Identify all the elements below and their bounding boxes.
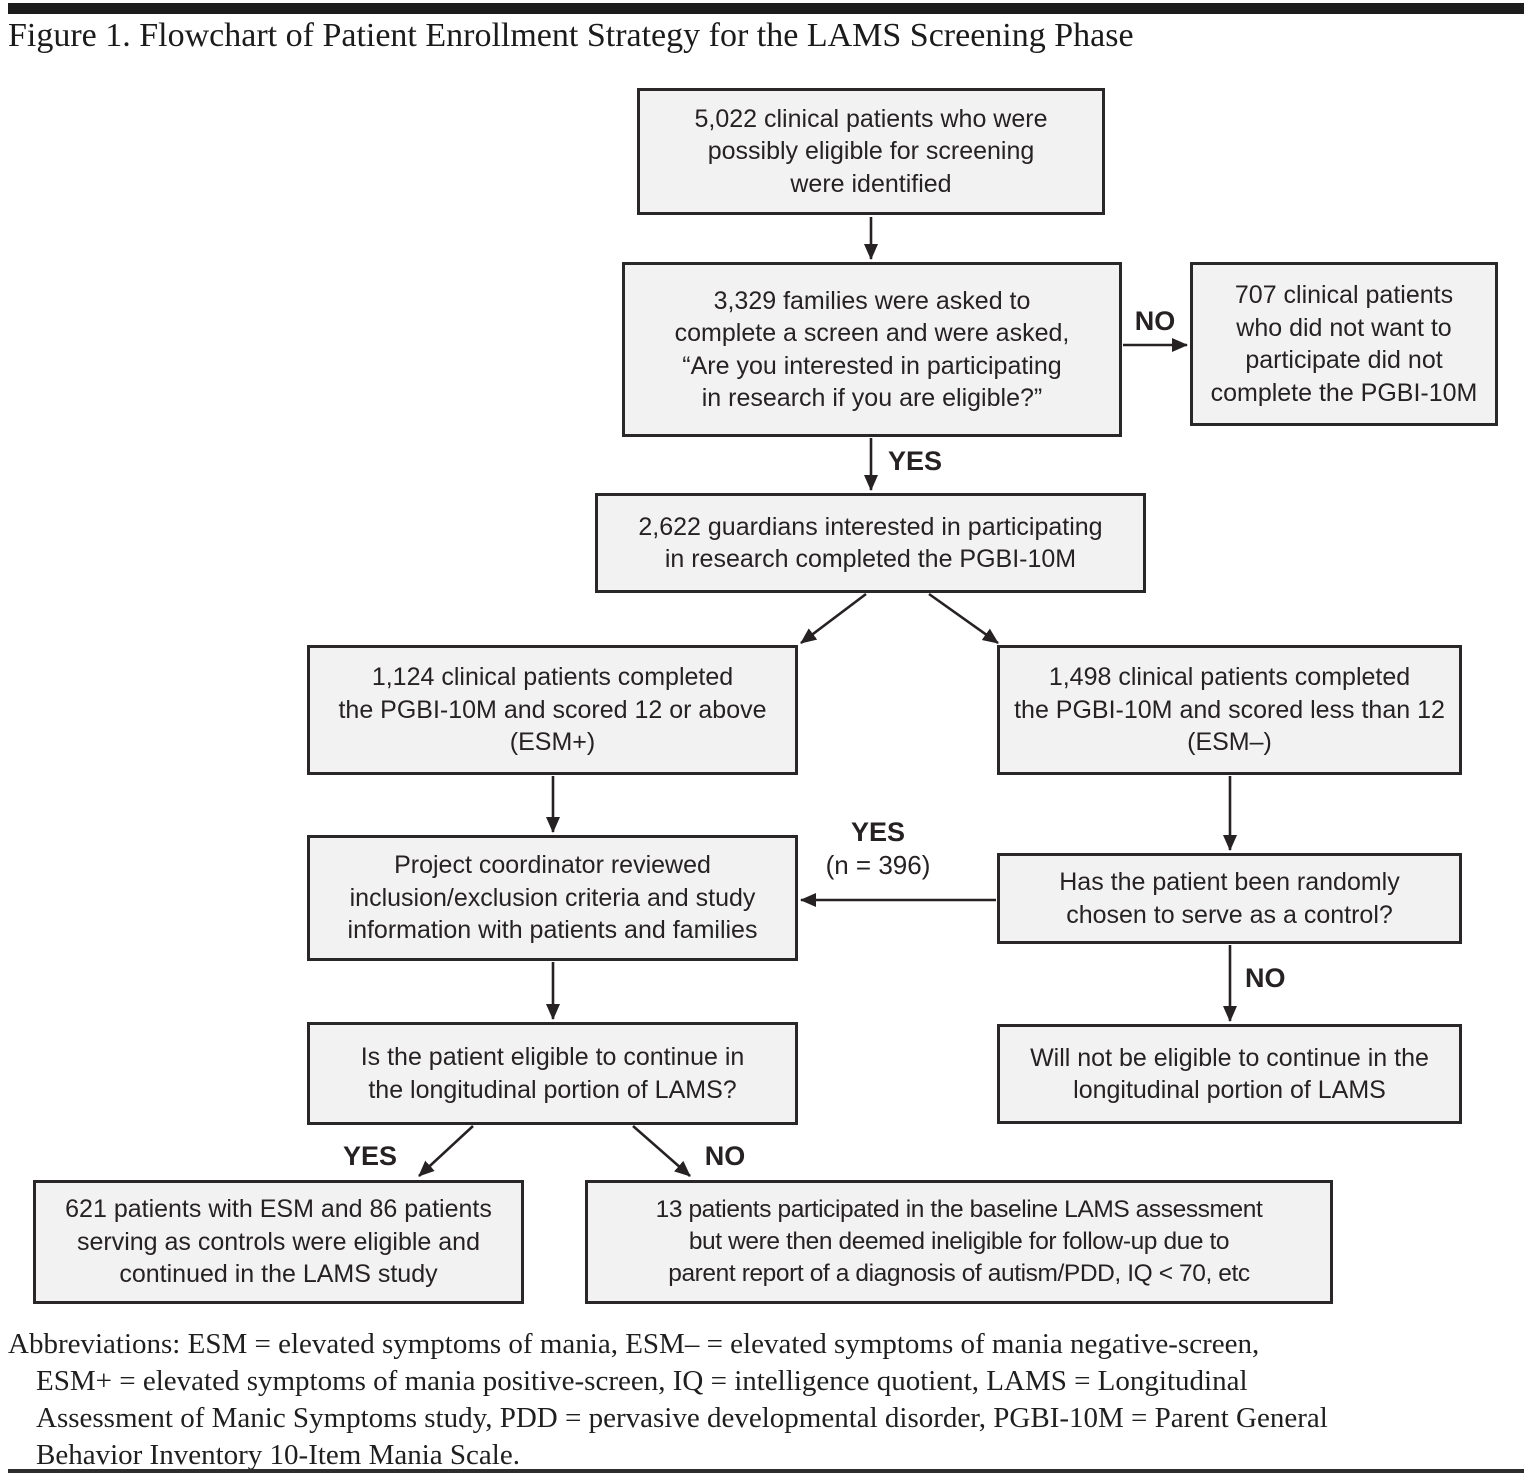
arrow-eligible-question-to-ineligible — [632, 1125, 691, 1177]
bottom-rule — [8, 1469, 1524, 1473]
node-esm-positive: 1,124 clinical patients completed the PG… — [307, 645, 798, 775]
abbreviations-line: Abbreviations: ESM = elevated symptoms o… — [8, 1328, 1260, 1360]
node-declined-patients: 707 clinical patients who did not want t… — [1190, 262, 1498, 426]
arrow-guardians-to-esm-positive — [800, 592, 867, 645]
node-coordinator-review: Project coordinator reviewed inclusion/e… — [307, 835, 798, 961]
figure-title: Figure 1. Flowchart of Patient Enrollmen… — [8, 17, 1134, 54]
node-eligible-question: Is the patient eligible to continue in t… — [307, 1022, 798, 1125]
abbreviations-line: Behavior Inventory 10-Item Mania Scale. — [36, 1439, 520, 1471]
arrow-guardians-to-esm-negative — [928, 592, 999, 645]
node-patients-identified: 5,022 clinical patients who were possibl… — [637, 88, 1105, 215]
node-esm-negative: 1,498 clinical patients completed the PG… — [997, 645, 1462, 775]
node-not-eligible: Will not be eligible to continue in the … — [997, 1024, 1462, 1124]
label-yes-control: YES (n = 396) — [798, 817, 958, 881]
top-rule — [8, 3, 1524, 14]
label-no-eligible: NO — [704, 1141, 746, 1171]
node-continued-lams: 621 patients with ESM and 86 patients se… — [33, 1180, 524, 1304]
node-control-question: Has the patient been randomly chosen to … — [997, 853, 1462, 944]
label-yes-screen: YES — [888, 446, 943, 476]
label-no-screen: NO — [1134, 306, 1176, 336]
abbreviations-note: Abbreviations: ESM = elevated symptoms o… — [8, 1326, 1518, 1474]
node-guardians-completed: 2,622 guardians interested in participat… — [595, 493, 1146, 593]
label-yes-control-text: YES — [850, 817, 906, 847]
node-families-asked: 3,329 families were asked to complete a … — [622, 262, 1122, 437]
abbreviations-line: ESM+ = elevated symptoms of mania positi… — [36, 1365, 1248, 1397]
node-ineligible-13: 13 patients participated in the baseline… — [585, 1180, 1333, 1304]
arrow-eligible-question-to-continued — [418, 1125, 474, 1177]
abbreviations-line: Assessment of Manic Symptoms study, PDD … — [36, 1402, 1328, 1434]
label-no-control: NO — [1245, 963, 1286, 993]
label-yes-eligible: YES — [342, 1141, 398, 1171]
label-n-control: (n = 396) — [825, 850, 931, 880]
